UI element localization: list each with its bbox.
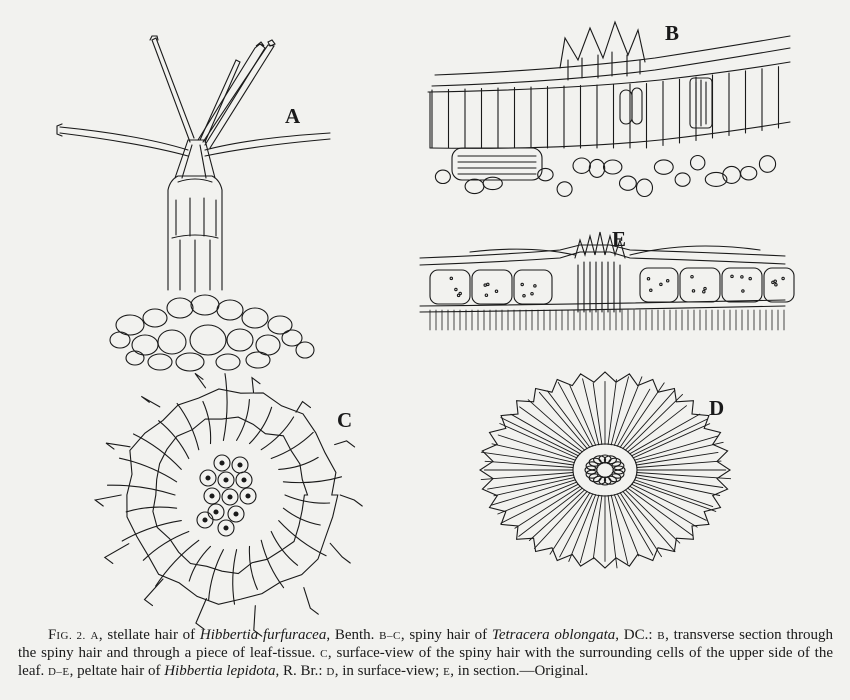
caption-text-b: , transverse section through the spiny h… [18,627,834,661]
figure-label-c: C [337,408,353,432]
caption-author-bc: , DC.: [615,627,653,643]
caption-letter-e: E [443,666,451,678]
caption-text-e: , in section.—Original. [450,663,589,679]
figure-c-surface-view [93,372,363,637]
caption-author-de: , R. Br.: [275,663,323,679]
figure-label-d: D [709,396,725,420]
caption-text-a: , stellate hair of [98,627,200,643]
caption-letter-c: C [320,648,328,660]
caption-fig-rest: IG. 2. [56,630,86,642]
caption-text-bc: , spiny hair of [400,627,492,643]
caption-letter-b: B [657,630,666,642]
figure-caption: FIG. 2. A, stellate hair of Hibbertia fu… [18,627,833,681]
caption-letters-bc: B–C [379,630,401,642]
caption-text-c: , surface-view of the spiny hair with th… [18,645,834,679]
caption-letters-de: D–E [47,666,70,678]
figure-b-transverse-section [427,20,791,198]
figure-label-a: A [285,104,301,128]
caption-author-a: , Benth. [326,627,375,643]
caption-text-d: , in surface-view; [334,663,440,679]
figure-d-surface-view [479,371,732,569]
figure-label-b: B [665,21,680,45]
figure-a-stellate-hair [56,35,331,372]
caption-letter-a: A [90,630,99,642]
caption-text-de: , peltate hair of [69,663,165,679]
figure-e-section [419,231,795,331]
caption-species-de: Hibbertia lepidota [164,663,276,679]
figure-label-e: E [612,227,627,251]
caption-letter-d: D [326,666,335,678]
caption-species-a: Hibbertia furfuracea [199,627,327,643]
caption-species-bc: Tetracera oblongata [491,627,616,643]
caption-fig-cap: F [48,627,57,643]
